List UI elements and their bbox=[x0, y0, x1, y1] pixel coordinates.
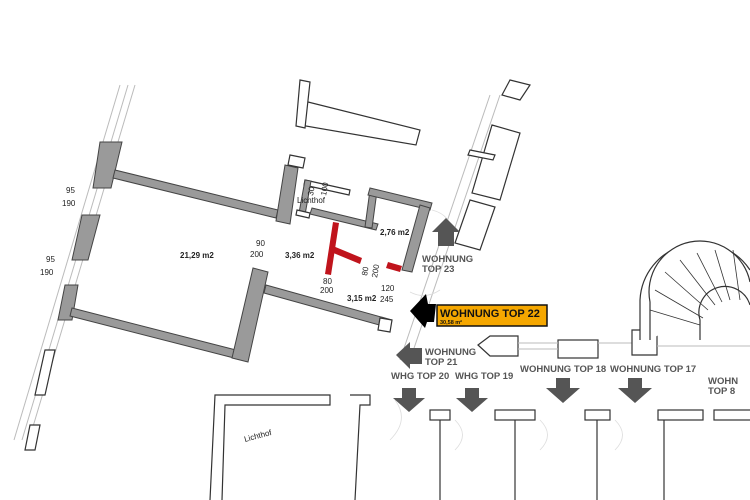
svg-text:245: 245 bbox=[380, 295, 394, 304]
arrow-up-icon bbox=[432, 218, 460, 246]
svg-text:200: 200 bbox=[320, 286, 334, 295]
neighbor-labels: WOHNUNG TOP 23 WOHNUNG TOP 21 WHG TOP 20… bbox=[391, 254, 738, 397]
svg-text:WOHN: WOHN bbox=[708, 376, 738, 387]
left-facade bbox=[13, 84, 136, 451]
new-walls bbox=[325, 222, 402, 275]
svg-text:100: 100 bbox=[319, 181, 330, 196]
highlight-label-top-22: WOHNUNG TOP 22 30,58 m² bbox=[436, 304, 548, 327]
svg-text:TOP 21: TOP 21 bbox=[425, 357, 458, 368]
svg-text:200: 200 bbox=[370, 263, 381, 278]
neighbor-arrows bbox=[393, 218, 652, 412]
svg-text:WOHNUNG: WOHNUNG bbox=[422, 254, 473, 265]
svg-text:WOHNUNG TOP 17: WOHNUNG TOP 17 bbox=[610, 364, 696, 375]
svg-text:WOHNUNG TOP 22: WOHNUNG TOP 22 bbox=[440, 308, 540, 320]
svg-text:3,15 m2: 3,15 m2 bbox=[347, 294, 377, 303]
svg-text:WOHNUNG: WOHNUNG bbox=[425, 347, 476, 358]
arrow-down-icon bbox=[456, 388, 488, 412]
svg-text:WHG TOP 19: WHG TOP 19 bbox=[455, 371, 513, 382]
spiral-staircase bbox=[639, 240, 750, 340]
svg-text:95: 95 bbox=[66, 186, 75, 195]
svg-text:200: 200 bbox=[250, 250, 264, 259]
arrow-down-icon bbox=[393, 388, 425, 412]
svg-text:80: 80 bbox=[360, 265, 371, 276]
svg-text:190: 190 bbox=[40, 268, 54, 277]
svg-text:TOP 8: TOP 8 bbox=[708, 386, 735, 397]
corridor-block bbox=[209, 329, 750, 500]
svg-text:Lichthof: Lichthof bbox=[297, 196, 326, 205]
svg-text:21,29 m2: 21,29 m2 bbox=[180, 251, 214, 260]
walls bbox=[69, 79, 433, 363]
svg-text:30: 30 bbox=[306, 185, 317, 196]
svg-text:80: 80 bbox=[323, 277, 332, 286]
svg-text:TOP 23: TOP 23 bbox=[422, 264, 454, 275]
svg-text:95: 95 bbox=[46, 255, 55, 264]
svg-text:WHG TOP 20: WHG TOP 20 bbox=[391, 371, 449, 382]
right-facade bbox=[399, 79, 531, 361]
svg-text:WOHNUNG TOP 18: WOHNUNG TOP 18 bbox=[520, 364, 606, 375]
svg-text:90: 90 bbox=[256, 239, 265, 248]
arrow-left-icon bbox=[396, 342, 422, 369]
svg-text:30,58 m²: 30,58 m² bbox=[440, 319, 462, 326]
svg-text:3,36 m2: 3,36 m2 bbox=[285, 251, 315, 260]
svg-text:190: 190 bbox=[62, 199, 76, 208]
svg-text:Lichthof: Lichthof bbox=[243, 428, 273, 444]
arrow-left-icon bbox=[410, 294, 436, 328]
arrow-down-icon bbox=[618, 378, 652, 403]
arrow-down-icon bbox=[546, 378, 580, 403]
svg-text:120: 120 bbox=[381, 284, 395, 293]
svg-text:2,76 m2: 2,76 m2 bbox=[380, 228, 410, 237]
